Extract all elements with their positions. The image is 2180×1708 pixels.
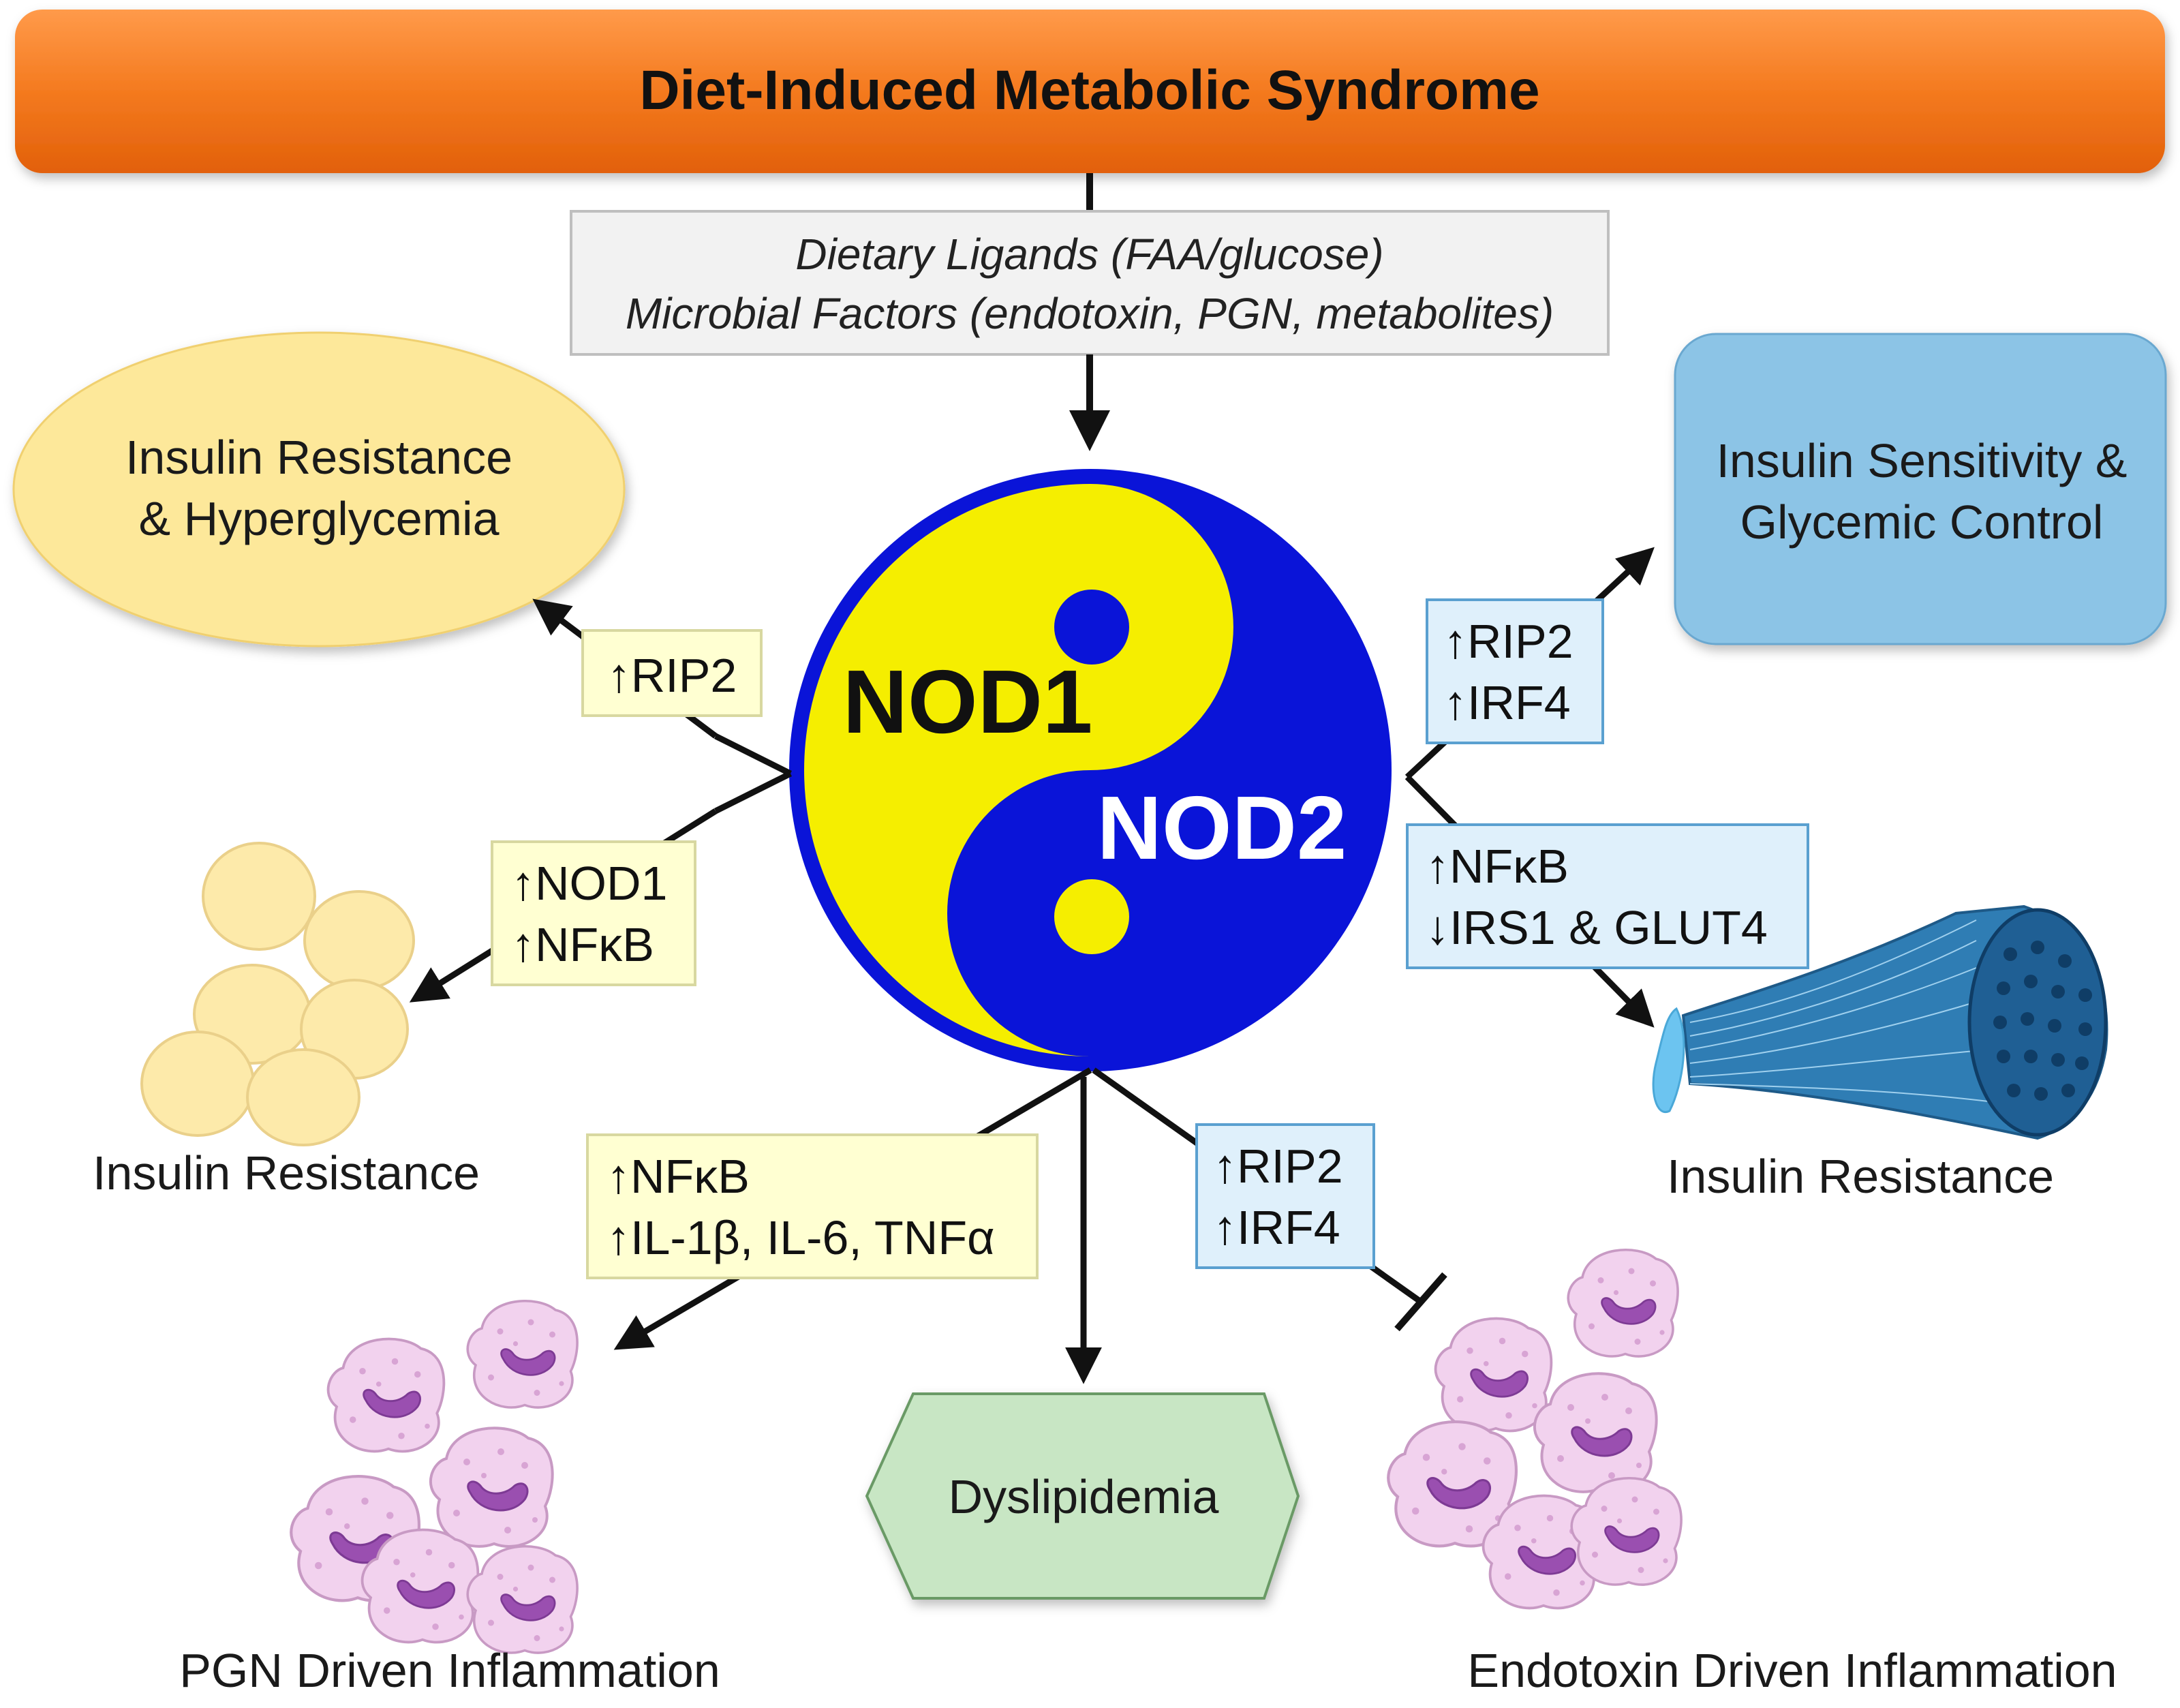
dyslipidemia-label: Dyslipidemia xyxy=(949,1470,1219,1523)
tr-line-1: Insulin Sensitivity & xyxy=(1716,434,2127,487)
rip2-irf4-right-line-2: ↑IRF4 xyxy=(1443,676,1571,729)
signal-rip2-left: ↑RIP2 xyxy=(581,629,763,717)
title-bar: Diet-Induced Metabolic Syndrome xyxy=(15,10,2165,173)
adipocyte-cluster-icon xyxy=(140,842,415,1146)
nod2-label: NOD2 xyxy=(1097,778,1347,878)
dyslipidemia-hexagon: Dyslipidemia xyxy=(865,1392,1300,1600)
tl-line-1: Insulin Resistance xyxy=(125,431,512,484)
nod1-label: NOD1 xyxy=(843,652,1093,752)
nod-yin-yang: NOD1 NOD2 xyxy=(789,469,1392,1071)
signal-rip2-irf4-right: ↑RIP2 ↑IRF4 xyxy=(1426,598,1604,744)
rip2-irf4-bottom-line-1: ↑RIP2 xyxy=(1213,1140,1343,1193)
rip2-irf4-bottom-line-2: ↑IRF4 xyxy=(1213,1201,1340,1254)
nod1-nfkb-line-1: ↑NOD1 xyxy=(511,857,667,910)
rip2-irf4-right-line-1: ↑RIP2 xyxy=(1443,615,1573,668)
nfkb-irs1-line-1: ↑NFκB xyxy=(1426,840,1569,893)
tl-line-2: & Hyperglycemia xyxy=(138,492,499,545)
insulin-sensitivity-glycemic: Insulin Sensitivity & Glycemic Control xyxy=(1674,333,2167,645)
nod1-nfkb-line-2: ↑NFκB xyxy=(511,918,654,971)
pgn-label: PGN Driven Inflammation xyxy=(179,1644,720,1697)
nfkb-irs1-line-2: ↓IRS1 & GLUT4 xyxy=(1426,901,1768,954)
muscle-label: Insulin Resistance xyxy=(1667,1150,2054,1203)
pgn-neutrophils-icon xyxy=(291,1299,579,1654)
tr-line-2: Glycemic Control xyxy=(1740,495,2104,549)
ligands-box: Dietary Ligands (FAA/glucose) Microbial … xyxy=(570,210,1610,356)
ligands-line-1: Dietary Ligands (FAA/glucose) xyxy=(795,230,1383,279)
nod1-dot xyxy=(1054,590,1129,665)
signal-rip2-irf4-bottom: ↑RIP2 ↑IRF4 xyxy=(1195,1123,1375,1269)
signal-nod1-nfkb: ↑NOD1 ↑NFκB xyxy=(491,840,696,986)
rip2-left-text: ↑RIP2 xyxy=(607,649,737,702)
endotoxin-label: Endotoxin Driven Inflammation xyxy=(1467,1644,2117,1697)
nfkb-il-line-1: ↑NFκB xyxy=(607,1150,750,1203)
endotoxin-neutrophils-icon xyxy=(1388,1248,1683,1610)
signal-nfkb-il: ↑NFκB ↑IL-1β, IL-6, TNFα xyxy=(586,1133,1039,1279)
nod2-dot xyxy=(1054,879,1129,954)
muscle-fiber-icon xyxy=(1652,904,2108,1140)
insulin-resistance-hyperglycemia: Insulin Resistance & Hyperglycemia xyxy=(12,331,626,647)
page-title: Diet-Induced Metabolic Syndrome xyxy=(639,59,1539,121)
signal-nfkb-irs1: ↑NFκB ↓IRS1 & GLUT4 xyxy=(1406,823,1809,969)
nfkb-il-line-2: ↑IL-1β, IL-6, TNFα xyxy=(607,1211,995,1264)
ligands-line-2: Microbial Factors (endotoxin, PGN, metab… xyxy=(626,289,1554,338)
adipose-label: Insulin Resistance xyxy=(93,1146,480,1200)
